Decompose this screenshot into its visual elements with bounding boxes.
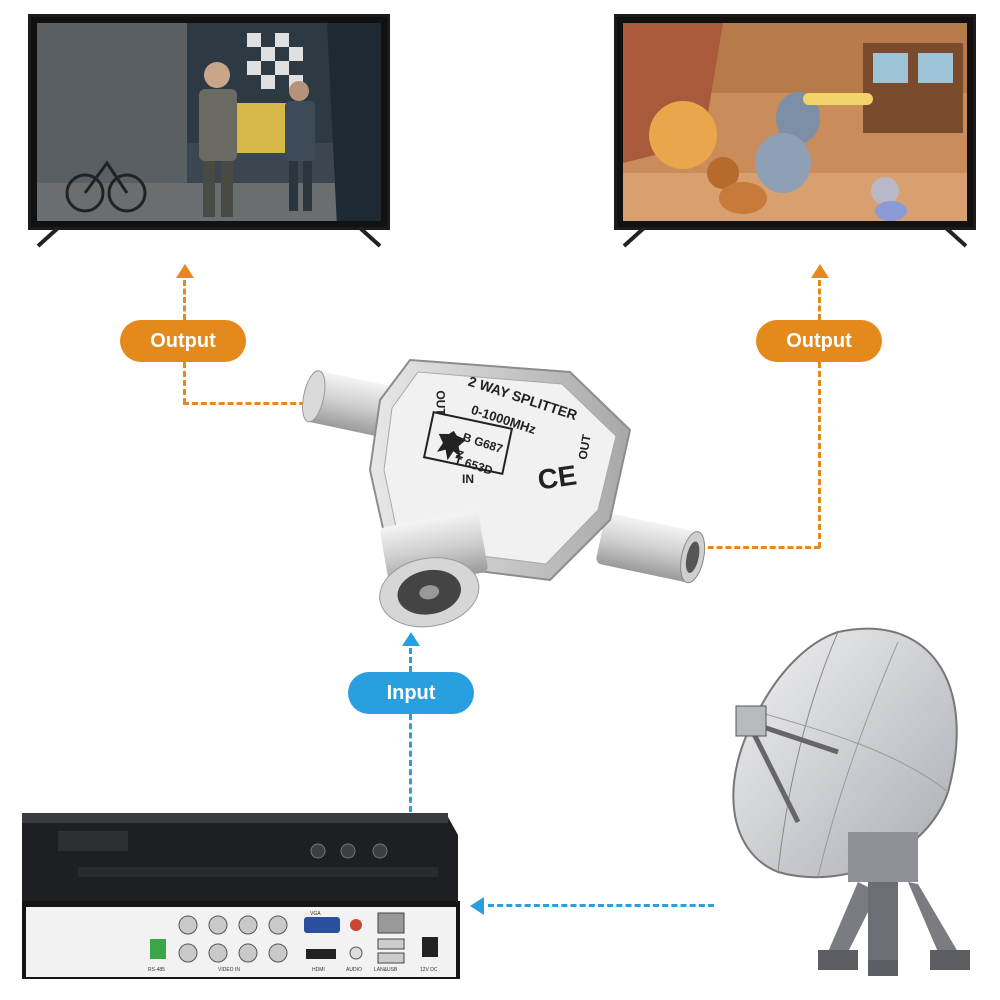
- output-right-line-top: [818, 280, 821, 320]
- arrow-up-icon: [811, 264, 829, 278]
- satellite-dish-icon: [718, 622, 980, 982]
- dvr-port-rs485: RS-485: [148, 967, 165, 973]
- output-left-line-bottom: [183, 362, 186, 404]
- tv-left-stand: [36, 226, 382, 248]
- dvr-port-video: VIDEO IN: [218, 967, 240, 973]
- output-right-label: Output: [756, 320, 882, 362]
- dvr-port-vga: VGA: [310, 911, 321, 917]
- output-right-line-horizontal: [690, 546, 820, 549]
- output-left-label: Output: [120, 320, 246, 362]
- input-label: Input: [348, 672, 474, 714]
- output-left-line-horizontal: [183, 402, 323, 405]
- dvr-device-icon: VGA HDMI LAN&USB AUDIO VIDEO IN RS-485 1…: [18, 805, 460, 983]
- tv-right: [614, 14, 976, 248]
- output-left-line-top: [183, 280, 186, 320]
- arrow-up-icon: [176, 264, 194, 278]
- tv-left-screen: [37, 23, 381, 221]
- tv-left-frame: [28, 14, 390, 230]
- arrow-left-icon: [470, 897, 484, 915]
- output-right-line-bottom: [818, 362, 821, 548]
- tv-right-screen: [623, 23, 967, 221]
- dvr-port-hdmi: HDMI: [312, 967, 325, 973]
- input-line-top: [409, 648, 412, 672]
- dish-to-dvr-line: [488, 904, 714, 907]
- splitter-port-out-left: OUT: [433, 390, 448, 416]
- arrow-up-icon: [402, 632, 420, 646]
- coax-splitter-icon: CE 2 WAY SPLITTER 0-1000MHz B G687 Z T 6…: [300, 350, 710, 640]
- dvr-port-power: 12V DC: [420, 967, 438, 973]
- tv-right-frame: [614, 14, 976, 230]
- dvr-port-lan: LAN&USB: [374, 967, 398, 973]
- ce-mark: CE: [536, 459, 579, 495]
- input-line-bottom: [409, 714, 412, 812]
- tv-right-stand: [622, 226, 968, 248]
- dvr-port-audio: AUDIO: [346, 967, 362, 973]
- tv-left: [28, 14, 390, 248]
- splitter-port-in: IN: [462, 472, 474, 486]
